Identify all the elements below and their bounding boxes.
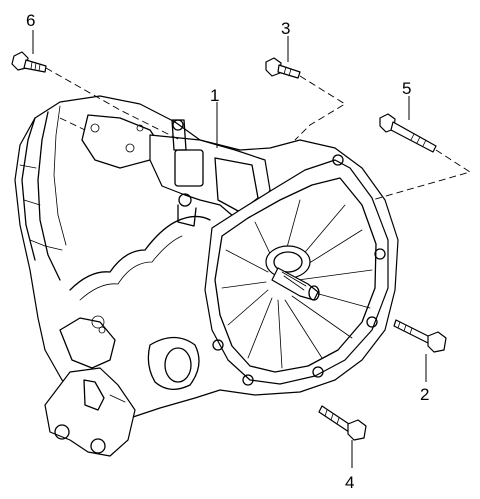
- bolt-3: [265, 57, 301, 79]
- bolt-4: [318, 405, 367, 441]
- bolt-2: [393, 319, 447, 353]
- transaxle-housing: [14, 95, 399, 457]
- callout-leaders: [32, 30, 427, 468]
- install-lines: [45, 67, 472, 201]
- callout-1: 1: [210, 86, 219, 105]
- bolt-6: [11, 51, 47, 73]
- callout-6: 6: [26, 11, 35, 30]
- callout-5: 5: [402, 79, 411, 98]
- callout-4: 4: [345, 473, 354, 492]
- bolt-5: [379, 113, 437, 153]
- callout-2: 2: [420, 385, 429, 404]
- callout-3: 3: [281, 19, 290, 38]
